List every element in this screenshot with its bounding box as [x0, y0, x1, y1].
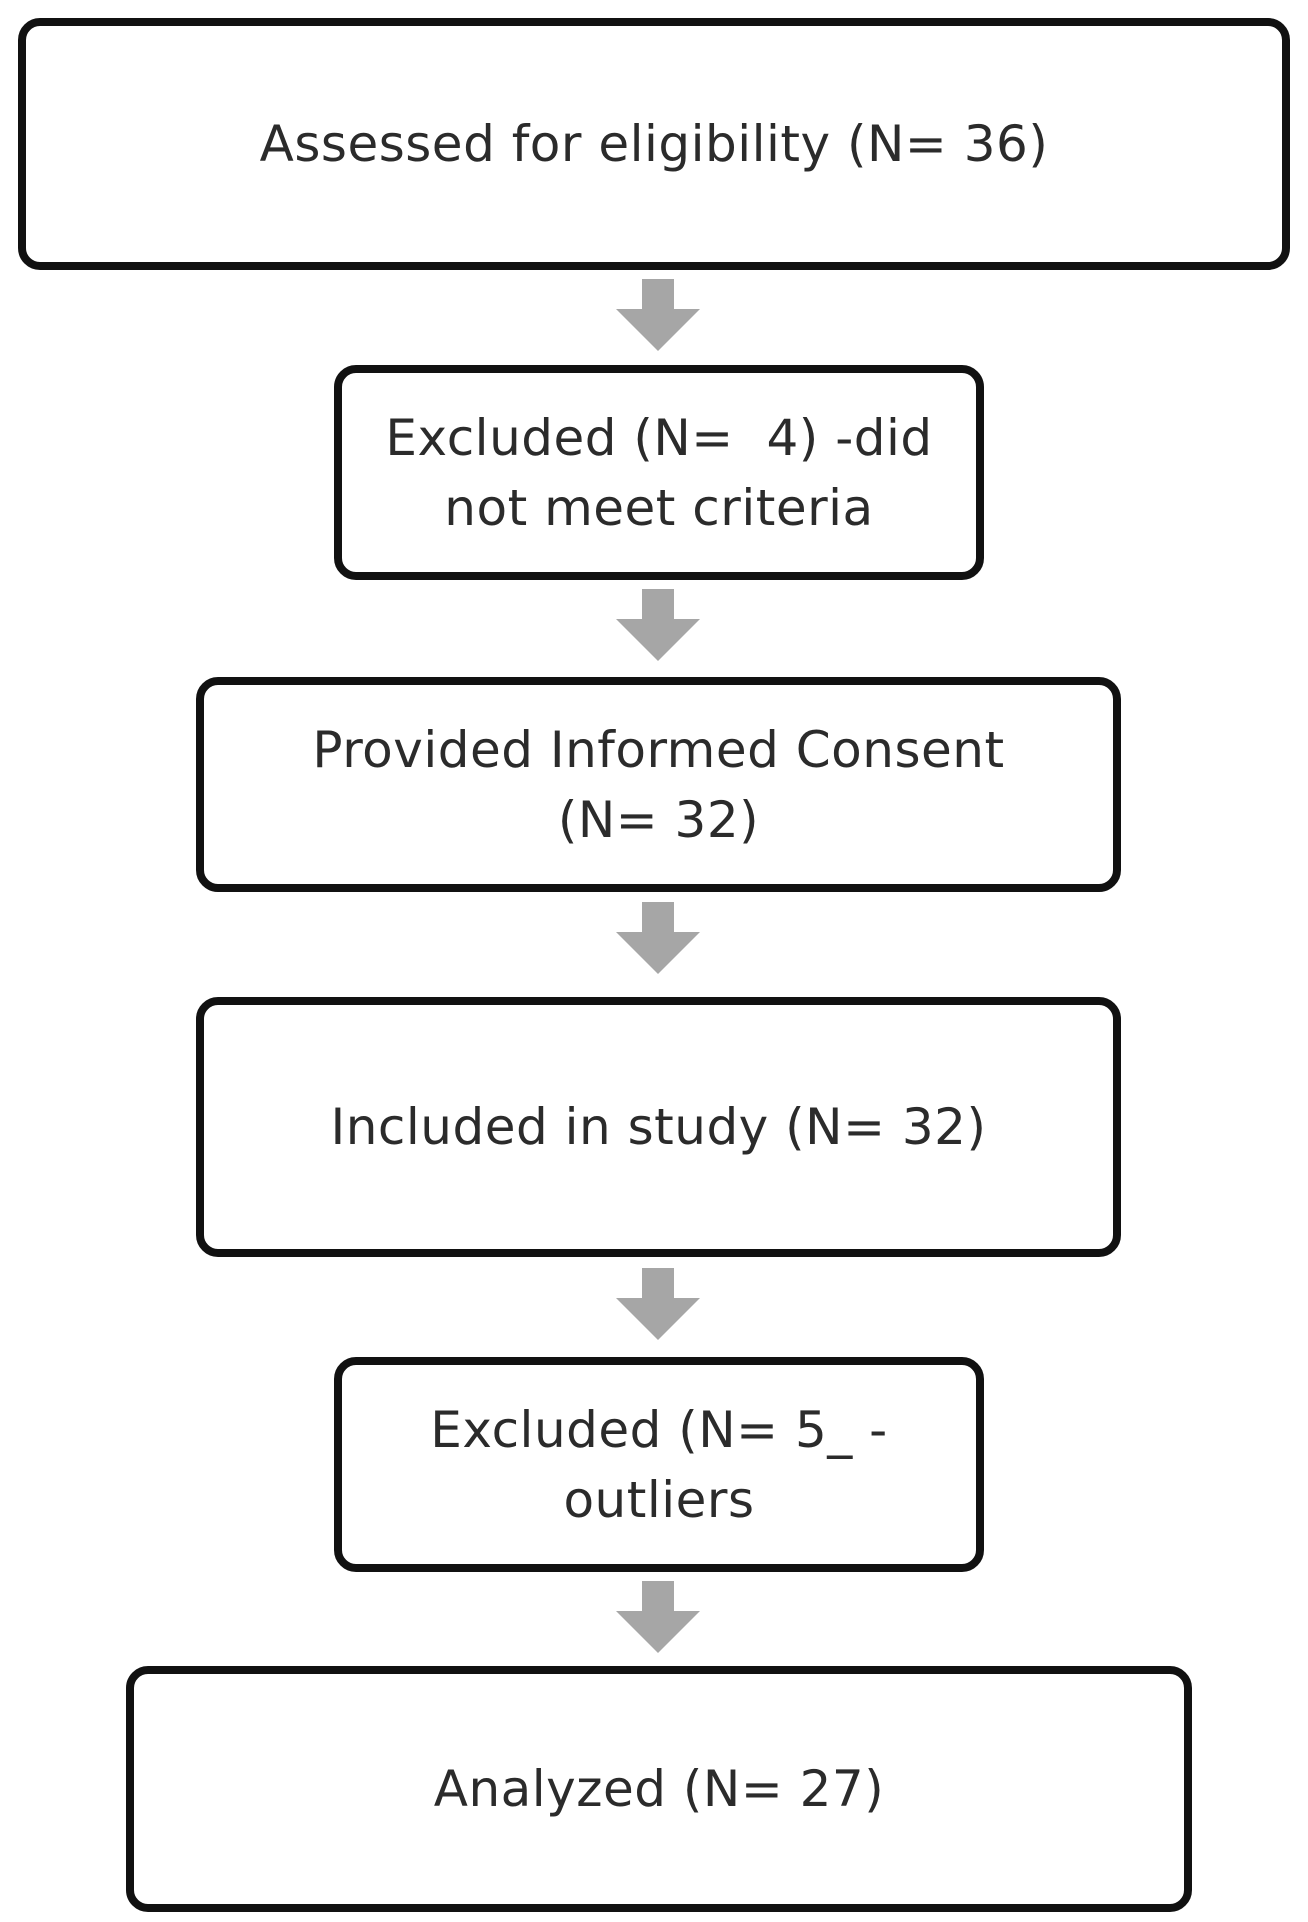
step-analyzed: Analyzed (N= 27) [126, 1666, 1192, 1912]
step-label-line-2: (N= 32) [557, 790, 760, 849]
step-label-line-1: Excluded (N= 5_ - [430, 1400, 888, 1459]
down-arrow-icon [616, 279, 700, 351]
step-label-line-2: outliers [563, 1470, 755, 1529]
step-label-line-1: Excluded (N= 4) -did [385, 408, 933, 467]
step-excluded-outliers: Excluded (N= 5_ - outliers [334, 1357, 984, 1572]
down-arrow-icon [616, 1581, 700, 1653]
step-excluded-did-not-meet-criteria: Excluded (N= 4) -did not meet criteria [334, 365, 984, 580]
down-arrow-icon [616, 589, 700, 661]
step-label-line-2: not meet criteria [444, 478, 874, 537]
step-included-in-study: Included in study (N= 32) [196, 997, 1121, 1257]
step-assessed-for-eligibility: Assessed for eligibility (N= 36) [18, 18, 1290, 270]
step-label: Assessed for eligibility (N= 36) [259, 115, 1049, 173]
step-label: Included in study (N= 32) [330, 1098, 987, 1156]
down-arrow-icon [616, 1268, 700, 1340]
step-provided-informed-consent: Provided Informed Consent (N= 32) [196, 677, 1121, 892]
step-label-line-1: Provided Informed Consent [312, 720, 1005, 779]
step-label: Analyzed (N= 27) [433, 1760, 885, 1818]
down-arrow-icon [616, 902, 700, 974]
